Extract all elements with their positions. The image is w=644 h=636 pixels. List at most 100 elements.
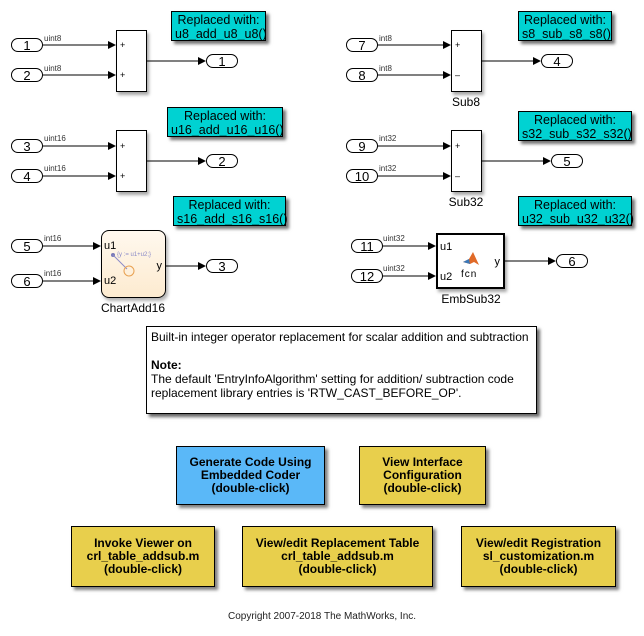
- note-heading: Note:: [151, 358, 182, 372]
- block-name-embsub32: EmbSub32: [441, 292, 501, 306]
- note-function: s32_sub_s32_s32(): [522, 127, 632, 141]
- outport-2[interactable]: 2: [206, 154, 238, 169]
- description-annotation: Built-in integer operator replacement fo…: [146, 326, 537, 414]
- inport-7[interactable]: 7: [346, 38, 378, 53]
- signal-type-label: uint8: [44, 34, 62, 43]
- edit-registration-button[interactable]: View/edit Registration sl_customization.…: [461, 526, 616, 587]
- sign-label: +: [120, 171, 126, 181]
- signal-type-label: int16: [44, 234, 62, 243]
- outport-1[interactable]: 1: [206, 54, 238, 69]
- embsub32-block[interactable]: u1 u2 y fcn: [436, 233, 505, 289]
- replacement-note-sub32: Replaced with: s32_sub_s32_s32(): [518, 111, 632, 141]
- button-label: View Interface: [382, 455, 463, 469]
- button-label: (double-click): [103, 562, 182, 576]
- note-line: Replaced with:: [188, 198, 271, 212]
- sub32-block[interactable]: + –: [451, 130, 482, 192]
- button-label: Embedded Coder: [200, 468, 301, 482]
- replacement-note-add8: Replaced with: u8_add_u8_u8(): [171, 11, 267, 41]
- add8-block[interactable]: + +: [116, 30, 147, 92]
- note-line: Replaced with:: [524, 13, 606, 27]
- block-name-chartadd16: ChartAdd16: [100, 301, 166, 315]
- outport-5[interactable]: 5: [551, 154, 583, 169]
- generate-code-button[interactable]: Generate Code Using Embedded Coder (doub…: [176, 446, 325, 505]
- note-line: Replaced with:: [534, 113, 616, 127]
- button-label: View/edit Registration: [475, 536, 602, 550]
- button-label: crl_table_addsub.m: [281, 549, 394, 563]
- note-text: replacement library entries is 'RTW_CAST…: [151, 386, 462, 400]
- inport-2[interactable]: 2: [11, 68, 43, 83]
- block-name-sub8: Sub8: [451, 95, 481, 109]
- replacement-note-emb: Replaced with: u32_sub_u32_u32(): [518, 196, 634, 226]
- stateflow-transition-icon: [111, 253, 135, 277]
- sign-label: +: [455, 141, 461, 151]
- signal-type-label: uint16: [44, 164, 66, 173]
- signal-type-label: int8: [379, 34, 392, 43]
- signal-type-label: int16: [44, 269, 62, 278]
- signal-type-label: uint32: [383, 264, 405, 273]
- view-interface-button[interactable]: View Interface Configuration (double-cli…: [359, 446, 486, 505]
- sign-label: +: [120, 40, 126, 50]
- matlab-logo-icon: [463, 252, 479, 265]
- signal-type-label: int8: [379, 64, 392, 73]
- note-function: u32_sub_u32_u32(): [522, 212, 634, 226]
- button-label: (double-click): [211, 481, 290, 495]
- signal-type-label: uint16: [44, 134, 66, 143]
- port-label-u1: u1: [104, 240, 117, 252]
- button-label: (double-click): [298, 562, 377, 576]
- note-function: u16_add_u16_u16(): [171, 123, 284, 137]
- block-name-sub32: Sub32: [448, 195, 484, 209]
- inport-5[interactable]: 5: [11, 239, 43, 254]
- port-label-u2: u2: [104, 275, 117, 287]
- sub8-block[interactable]: + –: [451, 30, 482, 92]
- chartadd16-block[interactable]: u1 u2 y {y := u1+u2;}: [101, 230, 166, 298]
- replacement-note-sub8: Replaced with: s8_sub_s8_s8(): [518, 11, 612, 41]
- signal-type-label: uint8: [44, 64, 62, 73]
- transition-label: {y := u1+u2;}: [117, 252, 152, 258]
- port-label-u1: u1: [440, 241, 453, 253]
- port-label-y: y: [156, 260, 163, 272]
- outport-3[interactable]: 3: [206, 259, 238, 274]
- invoke-viewer-button[interactable]: Invoke Viewer on crl_table_addsub.m (dou…: [71, 526, 215, 587]
- fcn-label: fcn: [461, 269, 478, 280]
- inport-1[interactable]: 1: [11, 38, 43, 53]
- port-label-u2: u2: [440, 271, 453, 283]
- button-label: View/edit Replacement Table: [255, 536, 420, 550]
- outport-6[interactable]: 6: [556, 254, 588, 269]
- inport-8[interactable]: 8: [346, 68, 378, 83]
- outport-4[interactable]: 4: [541, 54, 573, 69]
- add16-block[interactable]: + +: [116, 130, 147, 192]
- inport-6[interactable]: 6: [11, 274, 43, 289]
- sign-label: +: [455, 40, 461, 50]
- button-label: sl_customization.m: [482, 549, 595, 563]
- inport-3[interactable]: 3: [11, 139, 43, 154]
- note-line: Replaced with:: [184, 109, 266, 123]
- signal-type-label: uint32: [383, 234, 405, 243]
- button-label: (double-click): [499, 562, 578, 576]
- replacement-note-chart: Replaced with: s16_add_s16_s16(): [173, 196, 288, 226]
- button-label: Configuration: [383, 468, 462, 482]
- inport-12[interactable]: 12: [351, 269, 383, 284]
- inport-11[interactable]: 11: [351, 239, 383, 254]
- port-label-y: y: [494, 256, 501, 268]
- description-line: Built-in integer operator replacement fo…: [151, 330, 529, 344]
- signal-type-label: int32: [379, 134, 397, 143]
- edit-replacement-table-button[interactable]: View/edit Replacement Table crl_table_ad…: [242, 526, 433, 587]
- inport-10[interactable]: 10: [346, 169, 378, 184]
- button-label: crl_table_addsub.m: [86, 549, 200, 563]
- note-function: u8_add_u8_u8(): [175, 27, 267, 41]
- note-line: Replaced with:: [177, 13, 260, 27]
- button-label: Generate Code Using: [189, 455, 312, 469]
- replacement-note-add16: Replaced with: u16_add_u16_u16(): [167, 107, 284, 137]
- note-function: s16_add_s16_s16(): [177, 212, 288, 226]
- signal-type-label: int32: [379, 164, 397, 173]
- inport-9[interactable]: 9: [346, 139, 378, 154]
- sign-label: +: [120, 141, 126, 151]
- note-text: The default 'EntryInfoAlgorithm' setting…: [151, 372, 514, 386]
- button-label: Invoke Viewer on: [94, 536, 192, 550]
- inport-4[interactable]: 4: [11, 169, 43, 184]
- copyright-text: Copyright 2007-2018 The MathWorks, Inc.: [227, 611, 417, 622]
- note-function: s8_sub_s8_s8(): [522, 27, 611, 41]
- sign-label: –: [455, 171, 461, 181]
- sign-label: +: [120, 70, 126, 80]
